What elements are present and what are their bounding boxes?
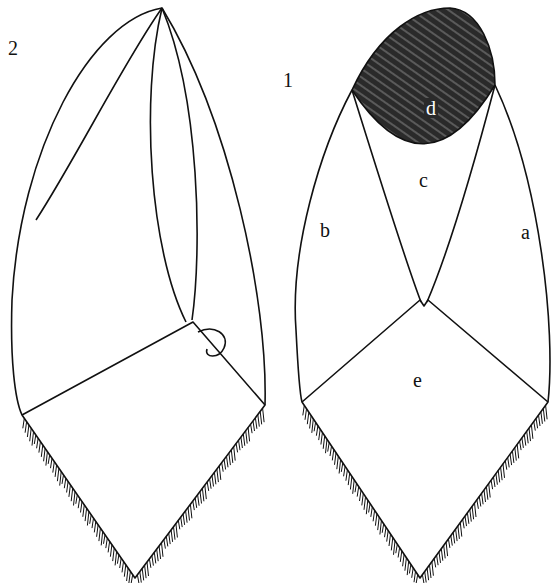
region-letter: d bbox=[424, 98, 438, 118]
wing-outline bbox=[12, 8, 266, 578]
vein-line bbox=[162, 8, 197, 320]
membrane-line bbox=[302, 300, 548, 402]
figure-number: 1 bbox=[283, 70, 293, 90]
region-letter: b bbox=[320, 220, 330, 240]
membrane-line bbox=[22, 322, 265, 415]
region-d bbox=[352, 8, 495, 144]
region-letter: c bbox=[419, 170, 428, 190]
vein-line bbox=[150, 8, 186, 322]
region-c-line bbox=[352, 90, 421, 302]
region-letter: a bbox=[521, 222, 530, 242]
curl bbox=[198, 329, 225, 356]
fringe-hairs bbox=[23, 405, 547, 583]
figure-number: 2 bbox=[8, 38, 18, 58]
region-letter: e bbox=[413, 370, 422, 390]
vein-line bbox=[36, 8, 162, 220]
wing-outline bbox=[295, 85, 550, 578]
